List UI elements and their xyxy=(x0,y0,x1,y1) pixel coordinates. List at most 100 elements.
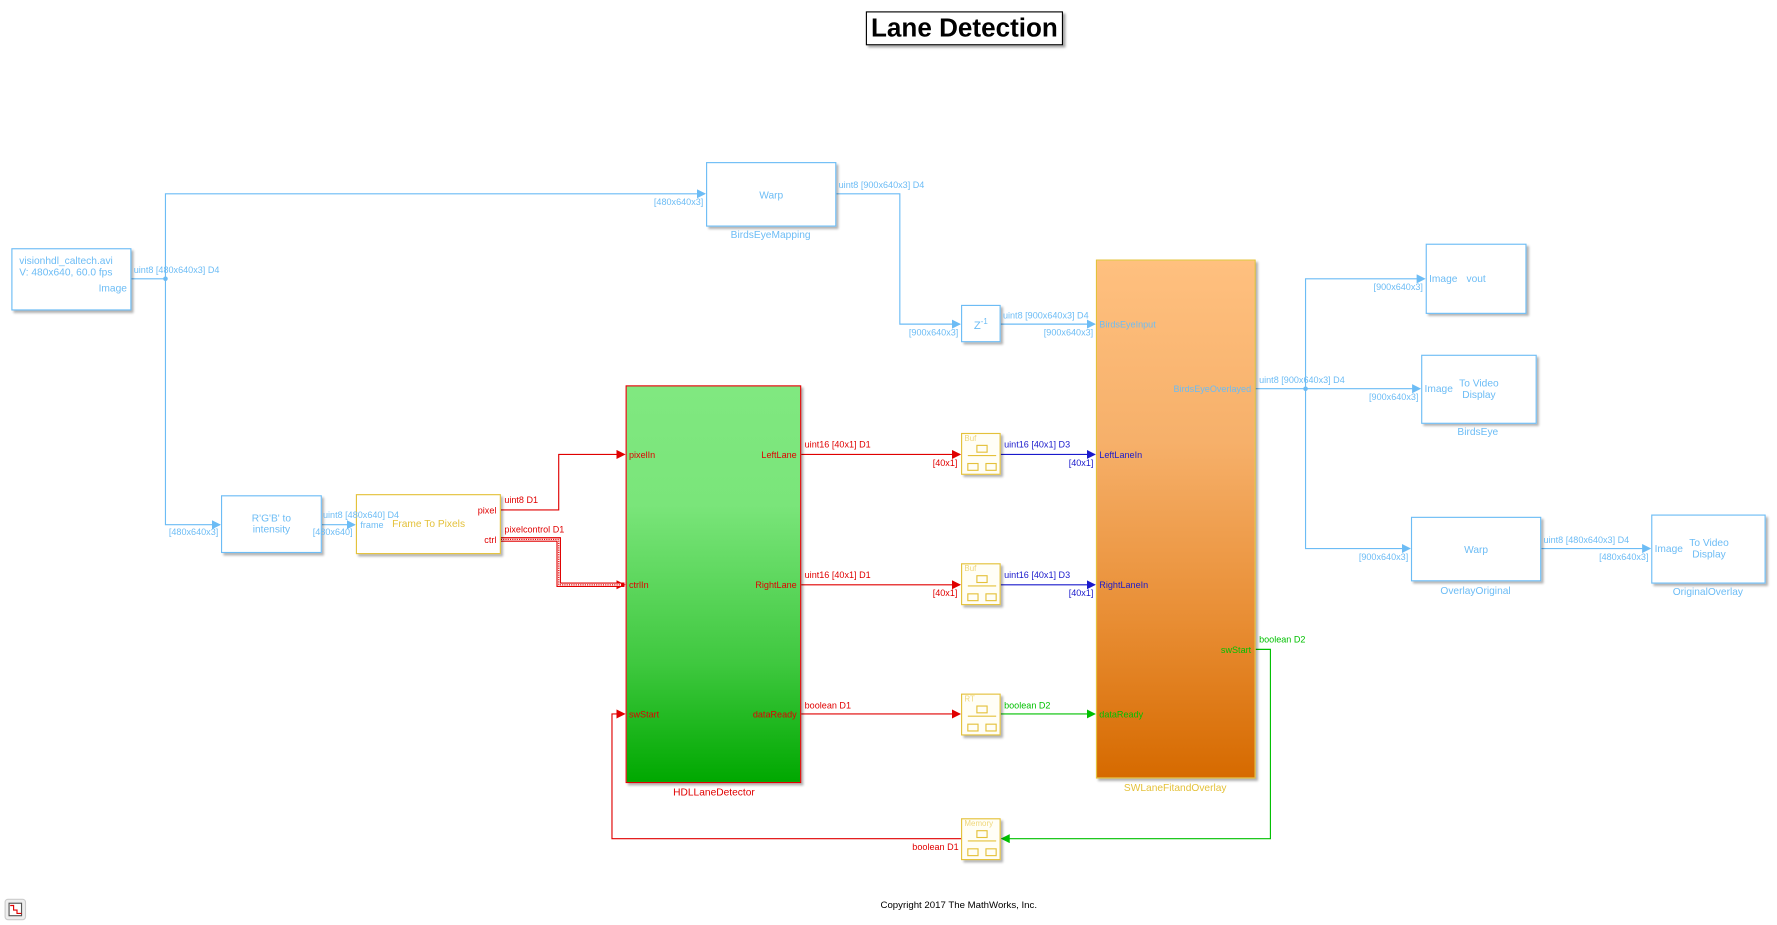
port-image: Image xyxy=(98,282,127,294)
wire-to-overlayoriginal xyxy=(1304,388,1411,554)
video-source-block[interactable]: visionhdl_caltech.avi V: 480x640, 60.0 f… xyxy=(11,248,132,311)
buffer-icon xyxy=(967,575,997,602)
block-label: Frame To Pixels xyxy=(392,517,466,530)
signal-label: boolean D2 xyxy=(1259,634,1306,645)
port-image: Image xyxy=(1429,273,1458,285)
block-label: Buf xyxy=(964,565,977,574)
rgb-to-intensity-block[interactable]: R'G'B' to intensity xyxy=(220,495,322,554)
block-name: BirdsEye xyxy=(1457,426,1499,438)
buffer-left-block[interactable]: Buf xyxy=(961,432,1001,475)
signal-dim: [40x1] xyxy=(1068,588,1094,599)
block-label: vout xyxy=(1466,273,1486,285)
signal-label: boolean D1 xyxy=(804,700,852,711)
sw-lane-fit-overlay-block[interactable]: BirdsEyeInput LeftLaneIn RightLaneIn dat… xyxy=(1095,259,1256,779)
source-file: visionhdl_caltech.avi xyxy=(19,254,113,267)
rate-transition-block[interactable]: RT xyxy=(961,693,1001,736)
original-overlay-display-block[interactable]: Image To Video Display xyxy=(1651,514,1766,584)
port-ctrl: ctrl xyxy=(484,534,497,546)
port-image: Image xyxy=(1654,542,1683,555)
port-dataready: dataReady xyxy=(1099,709,1144,720)
block-name: OriginalOverlay xyxy=(1672,585,1744,598)
signal-dim: [900x640x3] xyxy=(1358,551,1409,563)
copyright-text: Copyright 2017 The MathWorks, Inc. xyxy=(880,898,1038,911)
wire-to-warp xyxy=(164,189,707,279)
signal-label: uint8 [900x640x3] D4 xyxy=(1259,375,1345,386)
signal-dim: [480x640] xyxy=(312,526,353,538)
memory-block[interactable]: Memory xyxy=(961,818,1001,861)
signal-label: pixelcontrol D1 xyxy=(504,524,565,535)
port-pixelin: pixelIn xyxy=(628,449,656,461)
source-info: V: 480x640, 60.0 fps xyxy=(19,266,113,278)
signal-label: uint8 [900x640x3] D4 xyxy=(1002,310,1089,321)
wire-to-vout xyxy=(1304,274,1426,389)
port-rightlane: RightLane xyxy=(755,580,797,591)
unit-delay-block[interactable]: Z-1 xyxy=(961,304,1001,343)
block-label: To Video Display xyxy=(1459,377,1499,401)
vout-block[interactable]: Image vout xyxy=(1425,243,1527,314)
wire-pixel xyxy=(500,449,626,511)
port-image: Image xyxy=(1424,383,1453,395)
signal-dim: [40x1] xyxy=(932,457,958,469)
signal-dim: [480x640x3] xyxy=(653,197,704,208)
signal-dim: [40x1] xyxy=(1068,457,1094,469)
block-name: OverlayOriginal xyxy=(1440,584,1511,597)
port-swstart: swStart xyxy=(1220,644,1252,656)
sample-time-legend-button[interactable] xyxy=(4,898,27,921)
signal-label: boolean D2 xyxy=(1004,700,1051,711)
block-name: BirdsEyeMapping xyxy=(730,228,811,241)
signal-dim: [900x640x3] xyxy=(908,327,959,338)
block-label: Buf xyxy=(964,435,977,444)
wire-ctrl-bus xyxy=(500,537,626,590)
signal-label: uint16 [40x1] D1 xyxy=(804,439,871,450)
block-label: Warp xyxy=(759,189,784,201)
port-birdseyeoverlayed: BirdsEyeOverlayed xyxy=(1173,384,1252,395)
birds-eye-mapping-block[interactable]: Warp xyxy=(706,162,837,227)
signal-label: uint16 [40x1] D1 xyxy=(804,570,871,581)
port-swstart: swStart xyxy=(628,709,660,720)
block-label: RT xyxy=(964,695,975,704)
signal-label: uint8 [900x640x3] D4 xyxy=(838,180,925,191)
wire-to-rgb xyxy=(164,278,221,530)
port-leftlane: LeftLane xyxy=(761,449,797,461)
signal-label: boolean D1 xyxy=(912,842,959,853)
wire-warp-delay xyxy=(836,193,962,329)
block-label: Warp xyxy=(1464,543,1489,556)
signal-dim: [900x640x3] xyxy=(1373,282,1423,293)
block-label: Memory xyxy=(964,820,994,829)
buffer-icon xyxy=(967,444,997,471)
wire-swstart xyxy=(1000,648,1271,844)
port-leftlanein: LeftLaneIn xyxy=(1099,449,1143,461)
signal-dim: [900x640x3] xyxy=(1043,327,1094,338)
step-signal-icon xyxy=(8,902,23,917)
port-dataready: dataReady xyxy=(752,709,797,720)
overlay-original-block[interactable]: Warp xyxy=(1410,516,1542,582)
birds-eye-display-block[interactable]: Image To Video Display xyxy=(1421,354,1537,424)
frame-to-pixels-block[interactable]: frame Frame To Pixels pixel ctrl xyxy=(355,494,501,555)
block-name: HDLLaneDetector xyxy=(673,786,755,798)
block-label: R'G'B' to intensity xyxy=(251,512,292,535)
signal-label: uint16 [40x1] D3 xyxy=(1004,439,1071,450)
signal-label: uint8 [480x640] D4 xyxy=(322,509,400,521)
port-rightlanein: RightLaneIn xyxy=(1099,580,1149,591)
signal-label: uint8 [480x640x3] D4 xyxy=(133,265,220,276)
signal-label: uint16 [40x1] D3 xyxy=(1004,570,1071,581)
buffer-right-block[interactable]: Buf xyxy=(961,563,1001,606)
signal-dim: [40x1] xyxy=(932,588,958,599)
port-ctrlin: ctrlIn xyxy=(628,580,649,591)
block-label: Z-1 xyxy=(973,318,988,333)
signal-dim: [480x640x3] xyxy=(168,526,219,538)
wire-memory xyxy=(611,709,962,840)
signal-label: uint8 D1 xyxy=(504,495,539,506)
hdl-lane-detector-block[interactable]: pixelIn ctrlIn swStart LeftLane RightLan… xyxy=(625,385,802,784)
signal-dim: [900x640x3] xyxy=(1369,392,1419,403)
block-label: To Video Display xyxy=(1689,537,1729,560)
signal-label: uint8 [480x640x3] D4 xyxy=(1543,534,1630,546)
memory-icon xyxy=(967,830,997,857)
port-birdseyeinput: BirdsEyeInput xyxy=(1099,319,1156,330)
signal-dim: [480x640x3] xyxy=(1599,551,1649,563)
rate-transition-icon xyxy=(967,705,997,732)
block-name: SWLaneFitandOverlay xyxy=(1123,781,1227,794)
port-frame: frame xyxy=(360,520,384,531)
